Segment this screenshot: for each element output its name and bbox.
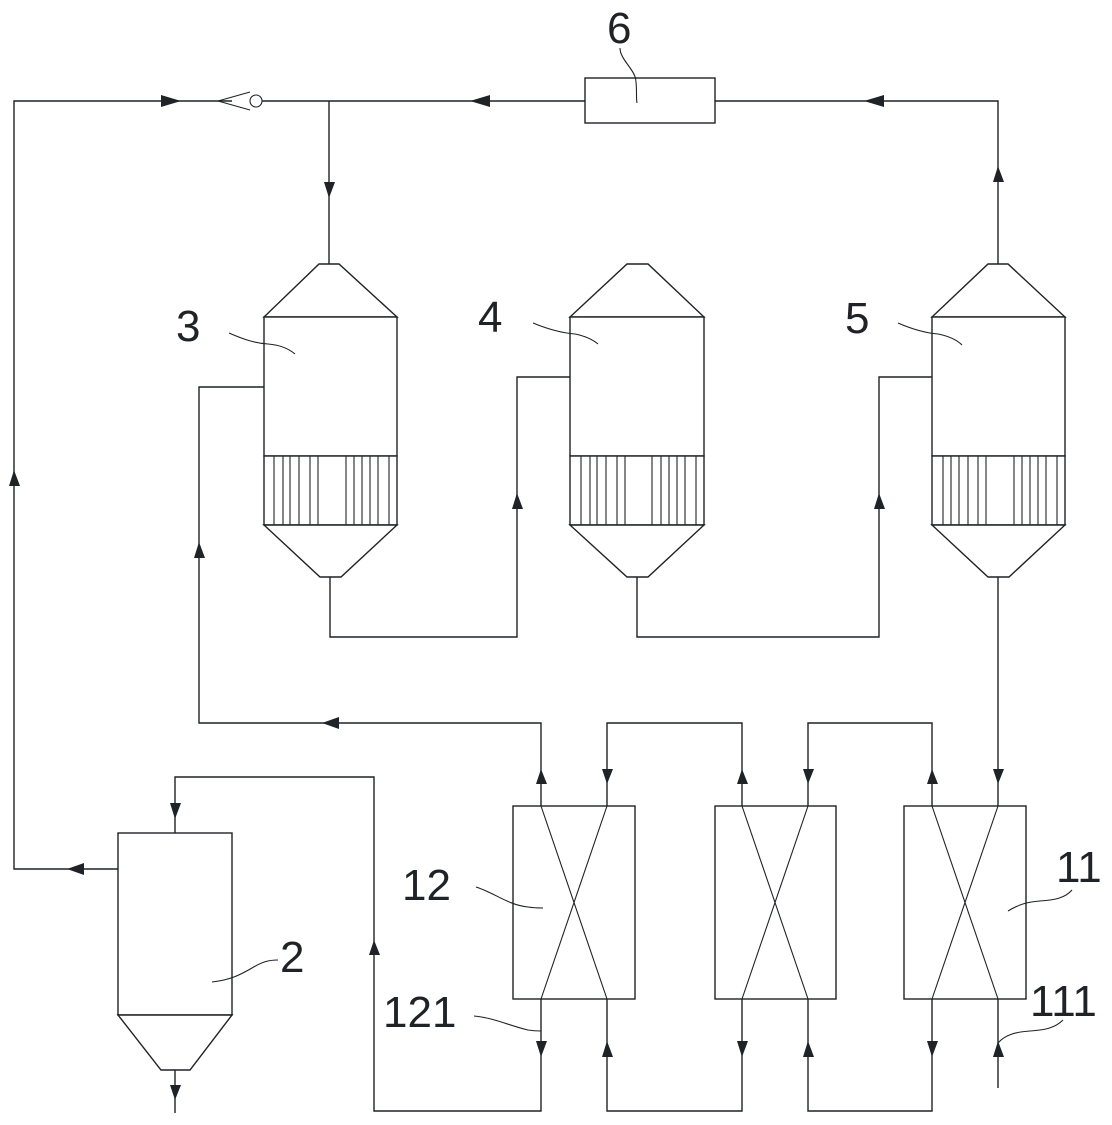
arrow-up-icon bbox=[9, 470, 20, 486]
leader-filter-6 bbox=[619, 47, 638, 104]
leader-separator-2 bbox=[211, 959, 279, 983]
arrow-up-icon bbox=[369, 940, 380, 955]
leader-reactor-3 bbox=[228, 332, 296, 355]
tube-bundle-reactor-3 bbox=[273, 456, 390, 525]
arrow-down-icon bbox=[170, 803, 181, 819]
heat-exchanger-12 bbox=[512, 805, 636, 1000]
label-hx-11: 11 bbox=[1056, 843, 1102, 892]
pipe-hx-11-top-to-hx-mid-top bbox=[807, 722, 933, 806]
arrow-down-icon bbox=[737, 1041, 748, 1057]
leader-hx-11 bbox=[1007, 889, 1073, 912]
arrow-up-icon bbox=[737, 769, 748, 784]
arrow-right-icon bbox=[161, 95, 181, 107]
pipe-hx-mid-bottom-to-hx-12-bottom bbox=[606, 999, 743, 1112]
reactor-interconnect-pipes bbox=[198, 376, 999, 806]
tube-bundle-reactor-5 bbox=[942, 456, 1058, 525]
label-hx-12-outlet: 121 bbox=[383, 988, 456, 1037]
label-reactor-4: 4 bbox=[478, 293, 502, 342]
arrow-left-icon bbox=[470, 95, 490, 107]
pipe-reactor-4-to-5 bbox=[636, 376, 932, 638]
leader-reactor-4 bbox=[532, 322, 599, 345]
arrow-down-icon bbox=[324, 182, 335, 198]
reactor-4 bbox=[568, 263, 706, 578]
arrow-left-icon bbox=[864, 95, 884, 107]
arrow-up-icon bbox=[874, 493, 885, 509]
label-hx-11-inlet: 111 bbox=[1030, 977, 1097, 1026]
label-reactor-3: 3 bbox=[176, 302, 200, 351]
arrow-up-icon bbox=[602, 1041, 613, 1057]
leader-hx-11-inlet bbox=[997, 1019, 1064, 1044]
arrow-left-icon bbox=[322, 717, 339, 729]
arrow-down-icon bbox=[170, 1085, 181, 1100]
arrow-up-icon bbox=[927, 769, 938, 784]
label-filter-6: 6 bbox=[607, 4, 631, 53]
leader-hx-12-outlet bbox=[473, 1015, 542, 1032]
arrow-left-icon bbox=[67, 863, 84, 875]
label-separator-2: 2 bbox=[280, 933, 304, 982]
reactor-5 bbox=[930, 263, 1067, 578]
arrow-down-icon bbox=[927, 1041, 938, 1057]
pipe-hx-11-bottom-to-hx-mid-bottom bbox=[807, 999, 933, 1112]
leader-hx-12 bbox=[475, 886, 544, 909]
arrow-up-icon bbox=[512, 493, 523, 509]
tube-bundle-reactor-4 bbox=[580, 456, 697, 525]
arrow-up-icon bbox=[194, 542, 205, 558]
label-reactor-5: 5 bbox=[845, 294, 869, 343]
check-valve-icon bbox=[217, 91, 263, 111]
arrow-down-icon bbox=[602, 769, 613, 784]
arrow-up-icon bbox=[536, 769, 547, 784]
label-hx-12: 12 bbox=[402, 861, 451, 910]
pipe-hx-12-to-reactor-3 bbox=[198, 386, 542, 806]
heat-exchanger-middle bbox=[714, 805, 837, 1000]
heat-exchanger-11 bbox=[903, 805, 1027, 1000]
flow-arrows bbox=[9, 95, 1004, 1100]
arrow-up-icon bbox=[993, 1041, 1004, 1057]
reactor-3 bbox=[262, 263, 399, 578]
pipe-hx-mid-top-to-hx-12-top bbox=[606, 722, 743, 806]
arrow-up-icon bbox=[803, 1041, 814, 1057]
pipe-reactor-5-to-filter bbox=[715, 100, 999, 264]
arrow-down-icon bbox=[803, 769, 814, 784]
top-recycle-line bbox=[13, 100, 999, 870]
arrow-down-icon bbox=[536, 1041, 547, 1057]
arrow-up-icon bbox=[993, 166, 1004, 182]
arrow-down-icon bbox=[993, 769, 1004, 784]
pipe-reactor-3-to-4 bbox=[329, 376, 570, 638]
filter-6 bbox=[584, 77, 716, 124]
leader-reactor-5 bbox=[897, 322, 963, 346]
separator-2 bbox=[116, 832, 234, 1113]
